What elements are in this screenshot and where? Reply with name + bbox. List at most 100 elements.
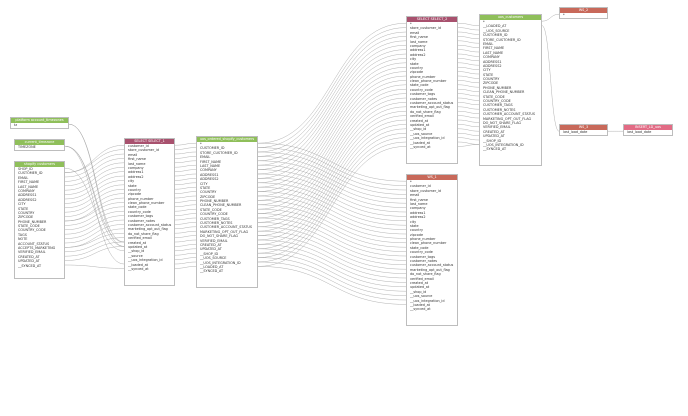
node-ws-2[interactable]: WS_2 * bbox=[559, 7, 608, 19]
node-title: SELECT SELECT_1 bbox=[125, 139, 174, 144]
column-row: state_code bbox=[128, 205, 147, 210]
column-row: updated_at bbox=[410, 285, 430, 290]
lineage-edge bbox=[257, 71, 407, 192]
lineage-edge bbox=[257, 253, 407, 292]
lineage-edge bbox=[174, 151, 197, 155]
column-row: CUSTOMER_TAGS bbox=[200, 216, 230, 221]
column-row: __LOADED_AT bbox=[200, 264, 224, 269]
column-row: LAST_NAME bbox=[483, 50, 504, 55]
node-ws-3[interactable]: WS_3 last_load_date bbox=[559, 124, 608, 136]
lineage-edge bbox=[64, 171, 125, 195]
lineage-edge bbox=[457, 80, 480, 83]
lineage-edge bbox=[174, 253, 197, 256]
column-row: DO_NOT_SHARE_FLAG bbox=[200, 234, 238, 239]
lineage-edge bbox=[457, 115, 480, 119]
lineage-edge bbox=[174, 213, 197, 216]
lineage-edge bbox=[64, 175, 125, 200]
lineage-edge bbox=[457, 133, 480, 136]
lineage-edge bbox=[457, 84, 480, 88]
lineage-edge bbox=[457, 128, 480, 132]
node-title: WS_2 bbox=[560, 8, 607, 13]
column-row: __uos_integration_id bbox=[410, 136, 445, 141]
column-row: first_name bbox=[128, 157, 146, 162]
column-row: STORE_CUSTOMER_ID bbox=[200, 150, 238, 155]
lineage-edge bbox=[457, 49, 480, 53]
node-platform-timezones[interactable]: platform account_timezones tz bbox=[10, 117, 69, 129]
column-row: do_not_share_flag bbox=[410, 272, 441, 277]
column-row: __SYNCED_AT bbox=[483, 147, 507, 152]
lineage-edge bbox=[64, 224, 125, 244]
lineage-edge bbox=[257, 143, 407, 182]
column-row: COUNTRY bbox=[18, 210, 35, 215]
column-row: __loaded_at bbox=[410, 302, 430, 307]
lineage-edge bbox=[174, 257, 197, 260]
column-row: last_load_date bbox=[563, 130, 588, 134]
column-row: customer_account_status bbox=[410, 101, 454, 106]
lineage-edge bbox=[257, 257, 407, 296]
column-row: zipcode bbox=[410, 70, 424, 75]
column-row: CUSTOMER_ID bbox=[483, 33, 508, 38]
column-row: * bbox=[200, 142, 202, 146]
lineage-edge bbox=[457, 67, 480, 70]
lineage-edge bbox=[64, 189, 125, 213]
lineage-edge bbox=[257, 151, 407, 191]
column-row: __SYNCED_AT bbox=[200, 269, 224, 274]
column-row: STATE bbox=[200, 185, 211, 190]
column-row: LAST_NAME bbox=[200, 163, 221, 168]
column-row: COUNTRY_CODE bbox=[18, 228, 46, 233]
lineage-edge bbox=[174, 165, 197, 168]
column-row: marketing_opt_out_flag bbox=[410, 267, 450, 272]
node-title: WS_1 bbox=[407, 175, 457, 180]
lineage-edge bbox=[174, 200, 197, 203]
lineage-edge bbox=[174, 160, 197, 163]
column-row: city bbox=[128, 179, 135, 184]
column-row: created_at bbox=[410, 280, 429, 285]
column-row: STATE bbox=[483, 72, 494, 77]
column-row: FIRST_NAME bbox=[18, 180, 40, 185]
column-row: ADDRESS1 bbox=[18, 193, 37, 198]
column-row: ACCEPTS_MARKETING bbox=[18, 246, 56, 251]
column-row: address1 bbox=[410, 210, 426, 215]
lineage-edge bbox=[64, 153, 125, 178]
column-row: CUSTOMER_ACCOUNT_STATUS bbox=[200, 225, 253, 230]
column-row: CUSTOMER_NOTES bbox=[200, 221, 233, 226]
column-row: CITY bbox=[18, 202, 26, 207]
column-row: ZIPCODE bbox=[18, 215, 34, 220]
column-row: first_name bbox=[410, 35, 428, 40]
lineage-edge bbox=[257, 217, 407, 257]
column-row: address2 bbox=[128, 174, 144, 179]
column-row: customer_tags bbox=[410, 254, 435, 259]
node-insert-ld-uos[interactable]: INSERT_LD_uos last_load_date bbox=[623, 124, 673, 136]
column-row: country_code bbox=[410, 250, 433, 255]
column-row: __UOS_SOURCE bbox=[200, 256, 227, 261]
column-row: city bbox=[410, 57, 417, 62]
column-row: created_at bbox=[410, 118, 429, 123]
column-row: CITY bbox=[200, 181, 208, 186]
column-row: __LOADED_AT bbox=[483, 24, 507, 29]
node-current-timezone[interactable]: current_timezone TIMEZONE bbox=[14, 139, 65, 151]
column-row: __shop_id bbox=[410, 127, 427, 132]
column-row: last_name bbox=[410, 39, 428, 44]
node-uos-ordered-shopify-customers[interactable]: uos_ordered_shopify_customers *CUSTOMER_… bbox=[196, 136, 258, 288]
lineage-edge bbox=[257, 182, 407, 221]
column-row: created_at bbox=[128, 240, 147, 245]
lineage-edge bbox=[257, 36, 407, 157]
lineage-edge bbox=[257, 187, 407, 226]
column-row: __SHOP_ID bbox=[483, 138, 502, 143]
column-row: last_name bbox=[128, 161, 146, 166]
column-row: CREATED_AT bbox=[483, 129, 505, 134]
column-row: country bbox=[128, 187, 141, 192]
lineage-edge bbox=[257, 204, 407, 243]
lineage-edge bbox=[457, 111, 480, 114]
lineage-edge bbox=[64, 158, 125, 182]
lineage-edge bbox=[174, 169, 197, 172]
column-row: TIMEZONE bbox=[18, 145, 36, 149]
lineage-edge bbox=[257, 191, 407, 230]
column-row: ACCOUNT_STATUS bbox=[18, 241, 50, 246]
